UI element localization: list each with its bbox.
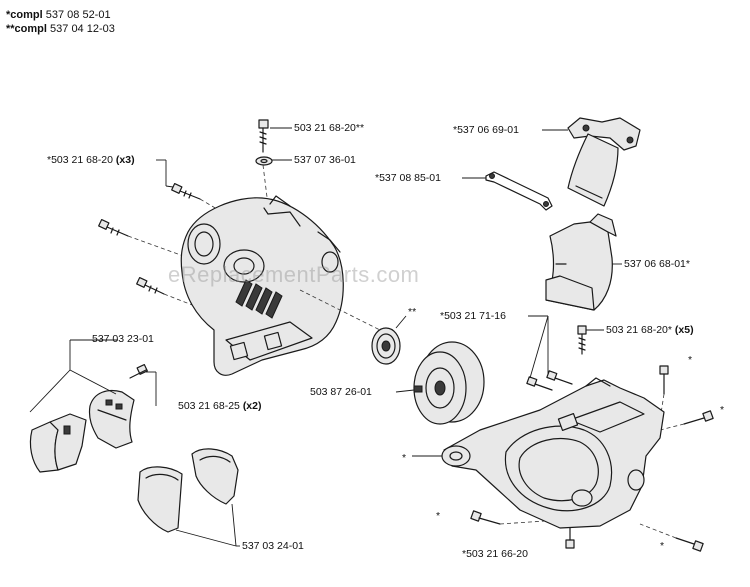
bolt-left-2-icon (98, 218, 129, 237)
clamp-bottom-icon (137, 448, 239, 533)
fan-housing-icon (180, 195, 344, 376)
label-washer-top: 537 07 36-01 (294, 154, 356, 166)
cover-right-icon (545, 213, 617, 311)
label-screw-left-qty: (x2) (242, 400, 262, 412)
label-bolt-left-qty: (x3) (115, 154, 135, 166)
header-line-1-code: 537 08 52-01 (45, 9, 111, 21)
label-screw-left-code: 503 21 68-25 (178, 400, 240, 412)
label-bolt-right-qty: (x5) (674, 324, 694, 336)
label-bolt-right: 503 21 68-20* (x5) (606, 324, 694, 336)
clutch-housing-icon (441, 377, 665, 529)
label-clamp-bottom: 537 03 24-01 (242, 540, 304, 552)
label-bolt-left: *503 21 68-20 (x3) (47, 154, 135, 166)
bolt-right-small-1-icon (659, 365, 669, 395)
label-bolt-left-code: *503 21 68-20 (47, 154, 113, 166)
bolt-right-small-2-icon (683, 410, 714, 425)
header-line-1-prefix: *compl (6, 9, 43, 21)
header-line-2-code: 537 04 12-03 (50, 23, 115, 35)
label-star-1: * (688, 354, 693, 366)
label-bolt-bottom: *503 21 66-20 (462, 548, 528, 560)
header-line-1: *compl 537 08 52-01 (6, 9, 111, 22)
bolt-bottom-left-icon (470, 510, 501, 525)
label-star-3: * (402, 452, 407, 464)
label-bearing-star: ** (408, 306, 417, 318)
header-line-2: **compl 537 04 12-03 (6, 23, 115, 36)
washer-top-icon (255, 156, 273, 166)
bearing-icon (371, 327, 401, 365)
bolt-right-small-3-icon (675, 537, 704, 552)
label-cover-right: 537 06 68-01* (624, 258, 690, 270)
watermark: eReplacementParts.com (168, 262, 420, 287)
header-line-2-prefix: **compl (6, 23, 47, 35)
bolt-left-1-icon (171, 182, 201, 200)
label-star-5: * (660, 540, 665, 552)
label-bolt-top: 503 21 68-20** (294, 122, 365, 134)
label-bolt-pair: *503 21 71-16 (440, 310, 506, 322)
bolt-top-icon (258, 119, 269, 153)
bracket-top-right-icon (567, 117, 641, 207)
screw-left-icon (129, 363, 148, 379)
label-bolt-right-code: 503 21 68-20* (606, 324, 672, 336)
bolt-pair-icon (526, 370, 573, 391)
label-screw-left: 503 21 68-25 (x2) (178, 400, 262, 412)
bolt-right-vertical-icon (577, 325, 587, 355)
label-drum: 503 87 26-01 (310, 386, 372, 398)
label-clamp-left: 537 03 23-01 (92, 333, 154, 345)
label-star-4: * (436, 510, 441, 522)
clutch-drum-icon (413, 341, 485, 425)
label-star-2: * (720, 404, 725, 416)
bolt-left-3-icon (136, 276, 165, 295)
spring-plate-icon (485, 171, 553, 211)
clamp-left-icon (29, 389, 135, 473)
label-bracket-top-right: *537 06 69-01 (453, 124, 519, 136)
label-spring-plate: *537 08 85-01 (375, 172, 441, 184)
